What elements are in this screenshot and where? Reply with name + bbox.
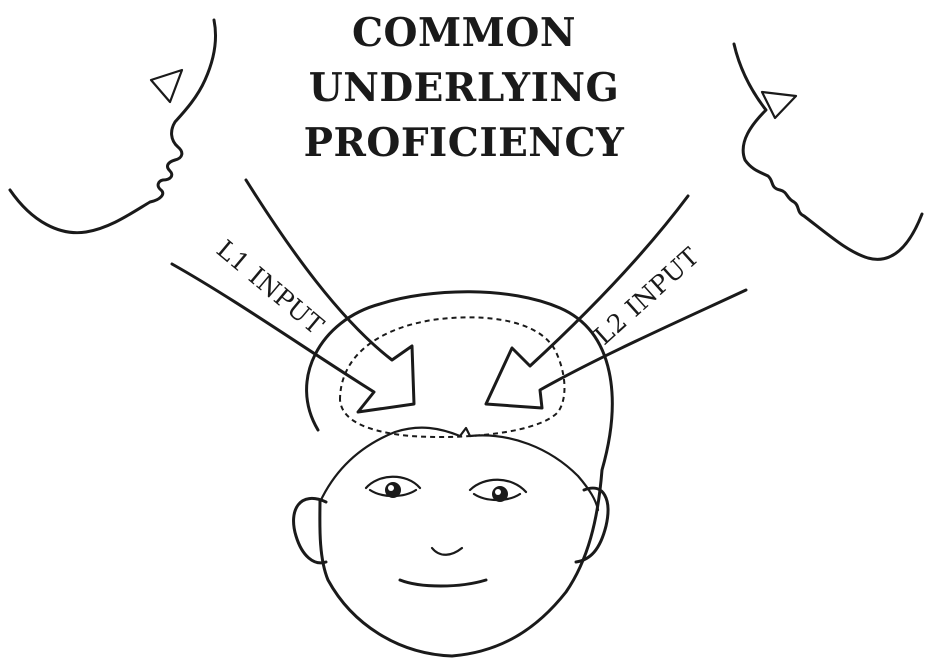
left-speaker-profile <box>10 20 216 233</box>
title-line-3: PROFICIENCY <box>264 116 664 171</box>
right-speaker-profile <box>734 44 922 259</box>
diagram-title: COMMON UNDERLYING PROFICIENCY <box>264 6 664 171</box>
l1-input-arrow: L1 INPUT <box>172 180 414 412</box>
title-line-2: UNDERLYING <box>264 61 664 116</box>
title-line-1: COMMON <box>264 6 664 61</box>
child-head <box>294 292 613 656</box>
l2-input-label: L2 INPUT <box>589 242 705 351</box>
l2-input-arrow: L2 INPUT <box>486 196 746 408</box>
